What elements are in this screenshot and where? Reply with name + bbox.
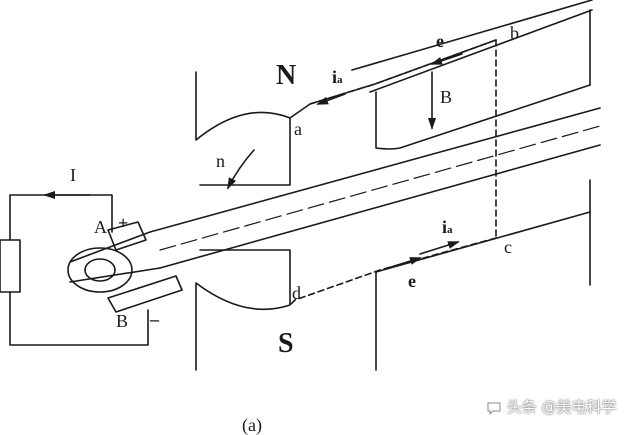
watermark: 头条 @美电科学 <box>486 396 617 417</box>
brush-b-sign: – <box>150 309 159 329</box>
current-arrow-bottom <box>419 241 460 255</box>
pole-s-label: S <box>278 328 294 359</box>
rotation-n-label: n <box>216 151 225 171</box>
chat-bubble-icon <box>487 402 501 415</box>
emf-top-label: e <box>436 31 444 51</box>
current-top-label: ia <box>332 67 343 87</box>
coil-bottom <box>289 237 497 306</box>
commutator <box>67 247 133 293</box>
corner-c-label: c <box>504 237 512 257</box>
corner-a-label: a <box>294 119 302 139</box>
rotation-arrow <box>227 149 255 190</box>
north-pole-piece <box>195 71 291 186</box>
emf-arrow-top <box>430 53 463 65</box>
brush-a <box>107 221 147 251</box>
circuit-current-label: I <box>70 165 76 185</box>
figure-caption: (a) <box>242 415 262 435</box>
pole-n-label: N <box>276 60 297 91</box>
corner-d-label: d <box>292 283 301 303</box>
brush-b <box>107 275 183 313</box>
emf-bottom-label: e <box>408 271 416 291</box>
current-bottom-label: ia <box>442 217 453 237</box>
emf-arrow-bottom <box>387 257 422 269</box>
brush-a-sign: + <box>118 213 129 233</box>
current-arrow-top <box>316 93 346 105</box>
field-b-label: B <box>440 87 453 107</box>
resistor-icon <box>0 239 21 293</box>
corner-b-label: b <box>510 23 519 43</box>
armature-shaft <box>149 107 601 233</box>
brush-a-label: A <box>94 217 107 237</box>
south-pole-piece <box>195 249 291 371</box>
brush-b-label: B <box>116 311 129 331</box>
